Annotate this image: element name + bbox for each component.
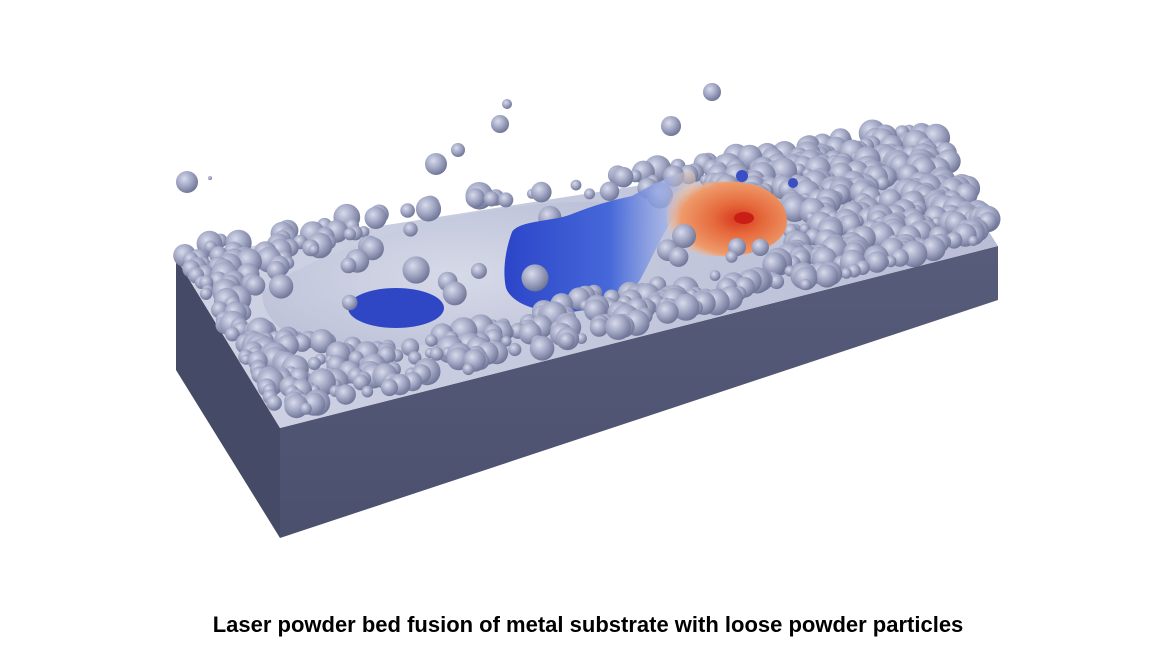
powder-particle — [725, 250, 738, 263]
powder-particle — [380, 378, 398, 397]
laser-hotspot — [734, 212, 754, 224]
powder-particle — [299, 402, 312, 415]
melt-pool-blue-region — [504, 170, 696, 313]
powder-particle — [225, 327, 240, 342]
powder-particle — [462, 363, 475, 376]
powder-particle — [352, 374, 369, 391]
powder-particle — [815, 264, 839, 288]
spatter-particle — [451, 143, 465, 157]
powder-particle — [709, 270, 721, 281]
powder-particle — [335, 384, 356, 405]
powder-particle — [762, 252, 786, 277]
powder-particle — [866, 251, 888, 273]
powder-particle — [605, 314, 631, 340]
powder-particle — [612, 166, 634, 188]
spatter-particle — [788, 178, 798, 188]
spatter-particle — [208, 176, 212, 180]
figure-caption: Laser powder bed fusion of metal substra… — [212, 612, 964, 637]
powder-particle — [415, 196, 442, 222]
powder-particle — [199, 287, 213, 300]
powder-particle — [968, 235, 979, 246]
powder-particle — [531, 181, 552, 203]
powder-particle — [599, 181, 620, 201]
powder-particle — [558, 332, 575, 349]
spatter-particle — [491, 115, 509, 133]
powder-particle — [266, 395, 282, 411]
powder-particle — [245, 275, 266, 296]
powder-particle — [589, 318, 609, 337]
powder-particle — [343, 227, 356, 241]
powder-particle — [584, 188, 595, 200]
powder-particle — [508, 342, 522, 357]
powder-particle — [529, 336, 555, 361]
spatter-particle — [425, 153, 447, 175]
powder-particle — [800, 278, 812, 291]
powder-particle — [672, 293, 700, 321]
substrate-long-face — [280, 246, 998, 538]
powder-bed-simulation-render — [173, 83, 1001, 538]
powder-particle — [308, 244, 320, 256]
powder-particle — [442, 281, 467, 306]
melt-pool-hot-region — [666, 181, 787, 257]
spatter-particle — [502, 99, 512, 109]
powder-particle — [268, 274, 294, 299]
powder-particles-back — [196, 119, 1001, 257]
solidified-blue-spot — [348, 288, 444, 328]
powder-particle — [425, 334, 438, 347]
powder-particle — [402, 256, 430, 284]
powder-particle — [403, 222, 418, 237]
powder-particle — [470, 262, 487, 279]
powder-particle — [483, 191, 499, 207]
spatter-particle — [176, 171, 198, 193]
powder-particle — [840, 267, 852, 279]
powder-particle — [361, 385, 374, 398]
powder-particle — [521, 264, 549, 292]
powder-particle — [465, 188, 485, 208]
powder-particle — [656, 301, 679, 324]
powder-particle — [340, 257, 357, 274]
powder-particle — [408, 351, 422, 365]
powder-particles-front — [173, 232, 946, 419]
powder-particle — [400, 203, 415, 218]
powder-particle — [751, 238, 769, 256]
spatter-particle — [736, 170, 748, 182]
powder-particle — [364, 206, 387, 229]
powder-particle — [429, 347, 444, 361]
powder-particle — [498, 192, 514, 208]
spatter-particle — [661, 116, 681, 136]
spatter-particles — [176, 83, 798, 248]
powder-particle — [341, 294, 358, 311]
powder-particle — [793, 266, 818, 291]
powder-particle — [570, 179, 582, 191]
spatter-particle — [672, 224, 696, 248]
melt-pool — [504, 170, 787, 313]
powder-particle — [668, 246, 689, 267]
spatter-particle — [703, 83, 721, 101]
powder-particle — [769, 274, 785, 290]
powder-particle — [307, 356, 321, 371]
substrate-front-face — [176, 258, 280, 538]
